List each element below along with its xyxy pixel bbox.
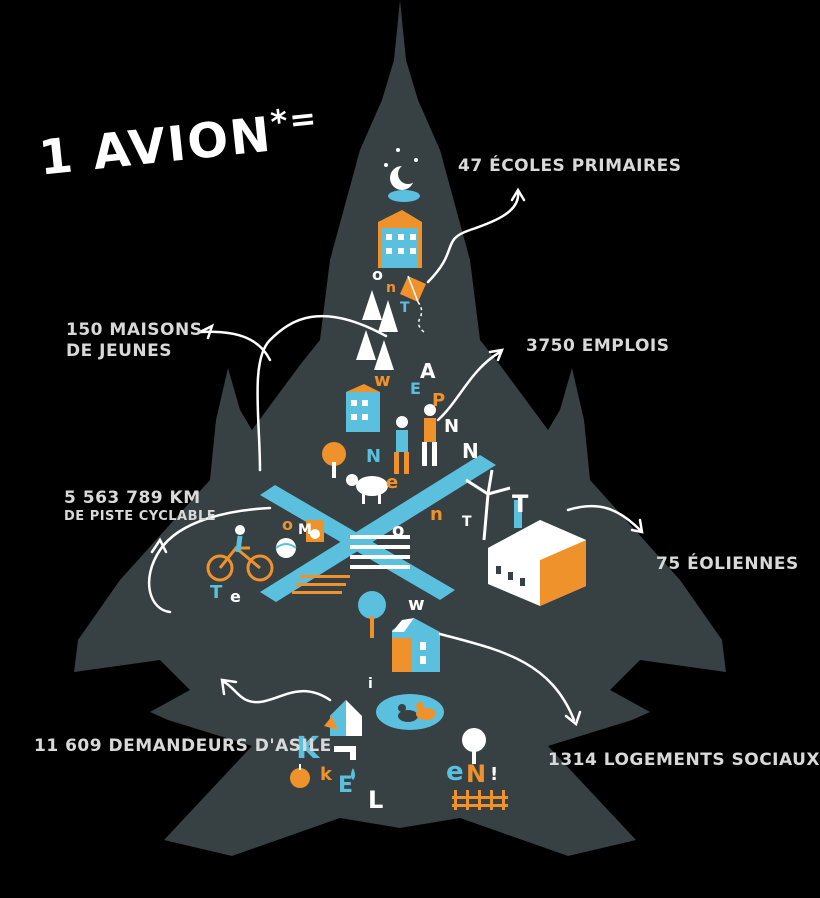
svg-text:i: i [368, 676, 373, 692]
school-building-icon [378, 210, 422, 268]
stat-piste: 5 563 789 KM DE PISTE CYCLABLE [64, 488, 216, 526]
svg-text:A: A [420, 359, 436, 383]
factory-icon [488, 500, 586, 606]
stat-eoliennes: 75 ÉOLIENNES [656, 554, 799, 574]
stat-piste-line2: DE PISTE CYCLABLE [64, 509, 217, 525]
bicycle-icon [206, 525, 274, 582]
duck-icon [376, 694, 444, 730]
wind-turbine-icon [465, 469, 511, 541]
speaker-icon [306, 520, 324, 542]
svg-text:E: E [338, 773, 353, 798]
svg-text:k: k [320, 764, 333, 785]
svg-text:K: K [296, 731, 321, 766]
svg-text:T: T [400, 300, 410, 316]
apple-icon [290, 764, 310, 788]
svg-text:n: n [430, 504, 443, 525]
tent-icon [324, 700, 362, 736]
tap-icon [334, 746, 356, 780]
svg-text:P: P [432, 390, 445, 411]
stat-piste-line1: 5 563 789 KM [64, 488, 201, 508]
stat-maisons-line1: 150 MAISONS [66, 320, 203, 340]
svg-text:E: E [410, 379, 421, 398]
svg-text:T: T [210, 582, 223, 603]
kite-icon [400, 275, 426, 333]
office-building-icon [346, 384, 380, 432]
stat-asile: 11 609 DEMANDEURS D'ASILE [34, 736, 332, 756]
svg-text:T: T [462, 514, 472, 530]
sheep-icon [346, 474, 388, 504]
svg-text:o: o [282, 515, 293, 534]
stat-emplois: 3750 EMPLOIS [526, 336, 670, 356]
svg-text:e: e [230, 587, 241, 606]
svg-text:w: w [374, 370, 391, 391]
stat-maisons: 150 MAISONS DE JEUNES [66, 320, 202, 363]
ball-icon [275, 538, 297, 558]
headline-mark: *= [268, 98, 320, 142]
moon-icon [384, 148, 420, 202]
fence-icon [452, 790, 508, 810]
svg-text:!: ! [490, 764, 498, 785]
pine-tree-icon [356, 290, 398, 370]
stat-logements: 1314 LOGEMENTS SOCIAUX [548, 750, 820, 770]
walking-people-icon [394, 404, 437, 474]
svg-text:N: N [366, 446, 381, 467]
svg-text:L: L [368, 786, 383, 814]
svg-text:M: M [298, 522, 312, 538]
callout-arrows [147, 187, 644, 727]
airplane-infographic: o n T w A P E N N N e n T T o M T e o w … [74, 0, 726, 856]
field-stripes [292, 575, 350, 594]
round-tree-icon [322, 442, 486, 764]
svg-text:T: T [512, 490, 529, 518]
fighter-jet-silhouette [74, 0, 726, 856]
stat-ecoles: 47 ÉCOLES PRIMAIRES [458, 156, 682, 176]
svg-text:N: N [444, 416, 459, 437]
svg-text:o: o [372, 265, 383, 284]
svg-text:w: w [408, 594, 425, 615]
svg-text:o: o [392, 520, 404, 541]
scattered-letters: o n T w A P E N N N e n T T o M T e o w … [210, 265, 529, 814]
stat-maisons-line2: DE JEUNES [66, 341, 172, 362]
svg-text:e: e [446, 757, 464, 787]
svg-text:e: e [386, 472, 398, 493]
svg-text:N: N [462, 439, 479, 463]
house-icon [392, 618, 440, 672]
crosswalk [350, 535, 410, 569]
svg-text:N: N [466, 760, 486, 788]
svg-text:n: n [386, 280, 396, 296]
roads [260, 455, 496, 602]
